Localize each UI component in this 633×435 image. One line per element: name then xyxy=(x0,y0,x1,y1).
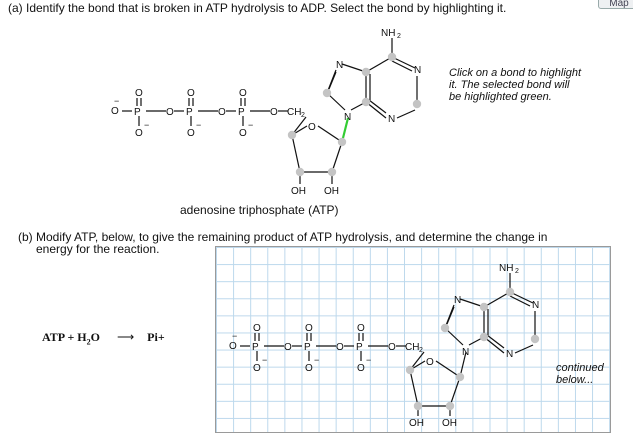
svg-text:O: O xyxy=(426,357,434,368)
svg-text:NH: NH xyxy=(381,28,395,39)
svg-text:−: − xyxy=(196,120,201,130)
svg-text:O: O xyxy=(218,107,226,118)
svg-text:O: O xyxy=(305,323,313,334)
hint-line-2: it. The selected bond will xyxy=(449,79,570,91)
svg-text:N: N xyxy=(532,300,539,311)
svg-text:P: P xyxy=(304,342,311,353)
svg-text:O: O xyxy=(305,363,313,374)
svg-text:N: N xyxy=(344,112,351,123)
bond-highlight-hint: Click on a bond to highlight it. The sel… xyxy=(449,67,581,103)
svg-text:−: − xyxy=(114,96,119,106)
part-b-question-line-2: energy for the reaction. xyxy=(36,242,160,256)
svg-text:O: O xyxy=(308,122,316,133)
svg-text:O: O xyxy=(357,323,365,334)
svg-text:N: N xyxy=(454,295,461,306)
svg-text:OH: OH xyxy=(442,418,457,429)
svg-text:O: O xyxy=(336,342,344,353)
svg-text:P: P xyxy=(186,107,193,118)
svg-text:−: − xyxy=(248,120,253,130)
reaction-equation: ATP + H2O ⟶ Pi+ xyxy=(42,330,165,346)
svg-text:CH: CH xyxy=(405,342,419,353)
continued-line-2: below... xyxy=(556,374,594,386)
part-a-question: (a) Identify the bond that is broken in … xyxy=(8,1,507,15)
svg-text:O: O xyxy=(239,88,247,99)
svg-text:N: N xyxy=(462,347,469,358)
svg-text:2: 2 xyxy=(301,112,305,119)
svg-text:CH: CH xyxy=(287,107,301,118)
svg-text:NH: NH xyxy=(499,263,513,274)
hint-line-3: be highlighted green. xyxy=(449,91,552,103)
map-button[interactable]: Map xyxy=(598,0,633,9)
svg-text:O: O xyxy=(253,323,261,334)
svg-text:−: − xyxy=(144,120,149,130)
equation-subscript: 2 xyxy=(86,337,91,347)
svg-text:2: 2 xyxy=(419,347,423,354)
reaction-arrow: ⟶ xyxy=(116,330,135,344)
svg-text:O: O xyxy=(388,342,396,353)
drawing-canvas[interactable] xyxy=(215,246,611,433)
svg-text:−: − xyxy=(366,355,371,365)
svg-text:O: O xyxy=(253,363,261,374)
svg-text:N: N xyxy=(336,60,343,71)
svg-text:O: O xyxy=(229,341,237,352)
svg-text:P: P xyxy=(238,107,245,118)
svg-text:O: O xyxy=(357,363,365,374)
svg-text:N: N xyxy=(414,65,421,76)
molecule-caption: adenosine triphosphate (ATP) xyxy=(180,203,339,217)
hint-line-1: Click on a bond to highlight xyxy=(449,67,582,79)
equation-lhs: ATP + H xyxy=(42,330,87,344)
o-minus-1: O xyxy=(111,106,119,117)
svg-text:N: N xyxy=(388,114,395,125)
svg-text:OH: OH xyxy=(324,186,339,197)
svg-text:N: N xyxy=(506,349,513,360)
svg-text:2: 2 xyxy=(397,33,401,40)
svg-text:−: − xyxy=(262,355,267,365)
svg-text:P: P xyxy=(134,107,141,118)
svg-text:O: O xyxy=(135,88,143,99)
svg-text:−: − xyxy=(314,355,319,365)
svg-text:O: O xyxy=(135,128,143,139)
svg-text:OH: OH xyxy=(409,418,424,429)
equation-rhs: Pi+ xyxy=(147,330,165,344)
svg-text:O: O xyxy=(187,128,195,139)
continued-line-1: continued xyxy=(556,362,604,374)
svg-text:−: − xyxy=(232,331,237,341)
svg-text:P: P xyxy=(252,342,259,353)
svg-text:O: O xyxy=(187,88,195,99)
svg-text:O: O xyxy=(270,107,278,118)
svg-text:2: 2 xyxy=(515,268,519,275)
part-b-question-line-1: (b) Modify ATP, below, to give the remai… xyxy=(18,230,548,244)
svg-text:OH: OH xyxy=(291,186,306,197)
svg-text:P: P xyxy=(356,342,363,353)
continued-note: continued below... xyxy=(556,362,604,386)
svg-text:O: O xyxy=(284,342,292,353)
svg-text:O: O xyxy=(166,107,174,118)
svg-text:O: O xyxy=(239,128,247,139)
equation-lhs-end: O xyxy=(90,330,100,344)
